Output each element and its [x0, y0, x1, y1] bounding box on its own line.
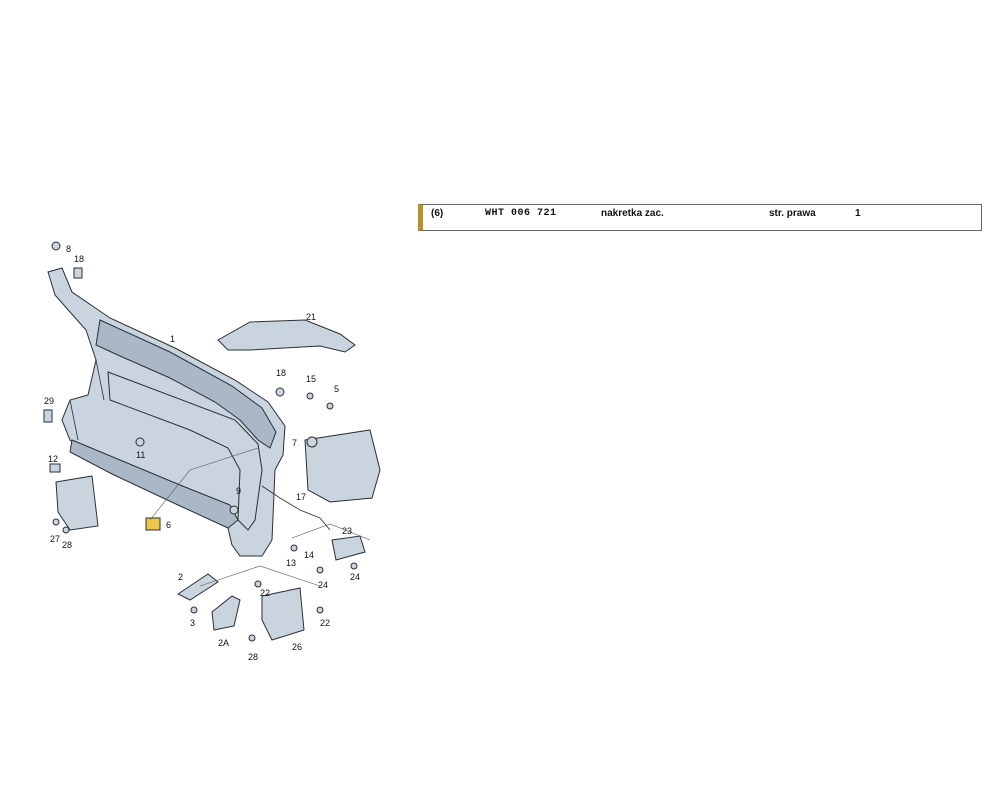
callout-2: 2: [178, 572, 183, 582]
part-2: [177, 573, 219, 601]
callout-18: 18: [74, 254, 84, 264]
callout-2A: 2A: [218, 638, 229, 648]
row-part-number: WHT 006 721: [485, 208, 557, 219]
part-6-highlight: [145, 517, 161, 531]
callout-28-bottom: 28: [248, 652, 258, 662]
callout-24-right: 24: [350, 572, 360, 582]
callout-17: 17: [296, 492, 306, 502]
callout-29: 29: [44, 396, 54, 406]
callout-21: 21: [306, 312, 316, 322]
callout-5: 5: [334, 384, 339, 394]
part-17: [261, 485, 331, 531]
callout-labels: 1 8 18 29 12 27 28 6 11 9 2 3 2A 22 28 2…: [44, 244, 360, 662]
parts-list-row: (6) WHT 006 721 nakretka zac. str. prawa…: [418, 204, 982, 231]
callout-1: 1: [170, 334, 175, 344]
callout-22-left: 22: [260, 588, 270, 598]
fasteners: [43, 241, 358, 642]
part-21: [217, 319, 356, 353]
part-23: [331, 535, 366, 561]
callout-9: 9: [236, 486, 241, 496]
part-26: [261, 587, 305, 641]
row-part-name: nakretka zac.: [601, 208, 664, 219]
row-side: str. prawa: [769, 208, 816, 219]
callout-3: 3: [190, 618, 195, 628]
callout-8: 8: [66, 244, 71, 254]
part-2A: [211, 595, 241, 631]
callout-14: 14: [304, 550, 314, 560]
callout-22-right: 22: [320, 618, 330, 628]
front-frame: [47, 267, 286, 557]
callout-18-right: 18: [276, 368, 286, 378]
part-26-left: [55, 475, 99, 531]
callout-6: 6: [166, 520, 171, 530]
row-ref: (6): [431, 208, 444, 219]
side-member: [304, 429, 381, 503]
callout-26: 26: [292, 642, 302, 652]
callout-7: 7: [292, 438, 297, 448]
callout-11: 11: [136, 450, 145, 460]
callout-24-left: 24: [318, 580, 328, 590]
callout-13: 13: [286, 558, 296, 568]
callout-12: 12: [48, 454, 58, 464]
callout-28: 28: [62, 540, 72, 550]
callout-23: 23: [342, 526, 352, 536]
callout-15: 15: [306, 374, 316, 384]
callout-27: 27: [50, 534, 60, 544]
row-qty: 1: [855, 208, 861, 219]
